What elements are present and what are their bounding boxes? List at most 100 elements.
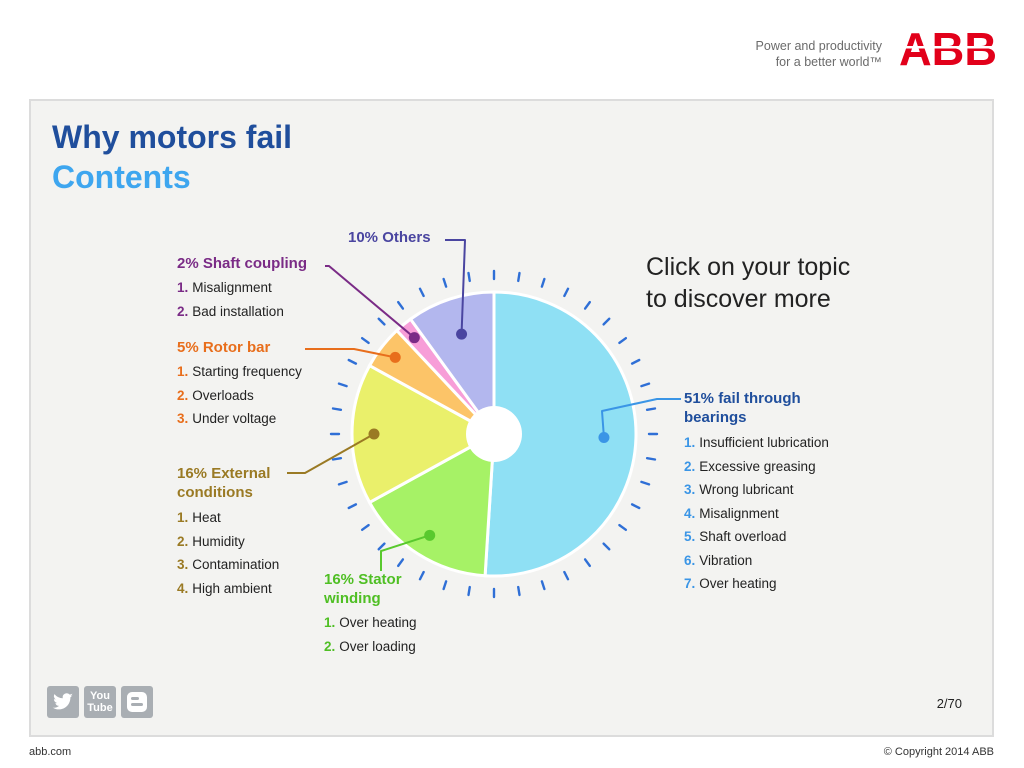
list-item[interactable]: 3.Contamination	[177, 553, 279, 577]
pie-tick-mark	[618, 523, 628, 532]
item-label: Insufficient lubrication	[699, 435, 829, 450]
item-number: 1.	[177, 510, 189, 525]
leader-dot-shaft-coupling	[408, 332, 420, 344]
section-shaft-coupling-heading[interactable]: 2% Shaft coupling	[177, 254, 307, 273]
pie-tick-mark	[418, 287, 425, 298]
section-bearings-heading[interactable]: 51% fail through bearings	[684, 389, 801, 427]
rotor-heading-line-1: 5% Rotor bar	[177, 339, 271, 356]
footer-site-link[interactable]: abb.com	[29, 746, 72, 758]
bearings-heading-line-2: bearings	[684, 409, 747, 426]
section-stator-winding-heading[interactable]: 16% Stator winding	[324, 570, 402, 608]
list-item[interactable]: 2.Excessive greasing	[684, 455, 829, 479]
item-number: 3.	[684, 482, 696, 497]
list-item[interactable]: 3.Under voltage	[177, 407, 302, 431]
abb-logo[interactable]: ABB	[899, 27, 999, 69]
item-label: Overloads	[192, 387, 254, 403]
call-to-action: Click on your topic to discover more	[646, 251, 906, 315]
item-label: Over heating	[699, 576, 777, 591]
pie-tick-mark	[630, 358, 641, 365]
leader-line-others	[445, 239, 466, 335]
item-label: High ambient	[192, 580, 272, 596]
list-item[interactable]: 4.High ambient	[177, 577, 279, 601]
pie-slice-external-conditions[interactable]	[350, 363, 498, 505]
list-item[interactable]: 2.Humidity	[177, 530, 279, 554]
pie-tick-mark	[347, 358, 358, 365]
leader-dot-stator-winding	[424, 529, 436, 541]
bearings-list: 1.Insufficient lubrication 2.Excessive g…	[684, 431, 829, 596]
rotor-bar-list: 1.Starting frequency 2.Overloads 3.Under…	[177, 360, 302, 431]
item-label: Misalignment	[192, 280, 272, 295]
leader-dot-bearings	[598, 431, 610, 443]
item-label: Over heating	[339, 615, 417, 630]
pie-tick-mark	[337, 480, 348, 486]
item-number: 2.	[684, 458, 696, 474]
section-external-conditions-heading[interactable]: 16% External conditions	[177, 464, 270, 502]
pie-tick-mark	[618, 336, 628, 345]
youtube-you: You	[90, 690, 110, 702]
external-conditions-list: 1.Heat 2.Humidity 3.Contamination 4.High…	[177, 506, 279, 600]
pie-tick-mark	[540, 277, 546, 288]
pie-tick-mark	[360, 336, 370, 345]
section-rotor-bar-heading[interactable]: 5% Rotor bar	[177, 338, 270, 357]
list-item[interactable]: 1.Misalignment	[177, 276, 284, 300]
pie-tick-mark	[442, 580, 448, 591]
pie-slice-others[interactable]	[408, 290, 496, 439]
list-item[interactable]: 2.Over loading	[324, 635, 417, 659]
item-number: 3.	[177, 411, 189, 426]
item-number: 1.	[324, 615, 336, 630]
item-label: Starting frequency	[192, 364, 302, 379]
item-number: 7.	[684, 576, 696, 591]
section-others-heading[interactable]: 10% Others	[348, 228, 431, 247]
youtube-icon[interactable]: You Tube	[84, 686, 116, 718]
list-item[interactable]: 1.Starting frequency	[177, 360, 302, 384]
pie-slice-stator-winding[interactable]	[367, 431, 496, 578]
pie-tick-mark	[418, 570, 425, 581]
list-item[interactable]: 7.Over heating	[684, 572, 829, 596]
item-label: Shaft overload	[699, 529, 787, 544]
pie-tick-mark	[331, 457, 343, 461]
list-item[interactable]: 6.Vibration	[684, 549, 829, 573]
tagline-line-2: for a better world™	[775, 55, 882, 69]
list-item[interactable]: 1.Heat	[177, 506, 279, 530]
pie-tick-mark	[396, 300, 405, 310]
list-item[interactable]: 4.Misalignment	[684, 502, 829, 526]
blogger-icon[interactable]	[121, 686, 153, 718]
list-item[interactable]: 3.Wrong lubricant	[684, 478, 829, 502]
item-number: 2.	[324, 638, 336, 654]
item-label: Bad installation	[192, 303, 284, 319]
item-number: 1.	[177, 364, 189, 379]
pie-tick-mark	[563, 570, 570, 581]
item-number: 2.	[177, 387, 189, 403]
list-item[interactable]: 1.Insufficient lubrication	[684, 431, 829, 455]
others-heading-line-1: 10% Others	[348, 229, 431, 246]
item-label: Misalignment	[699, 505, 779, 521]
item-number: 4.	[177, 580, 189, 596]
item-label: Under voltage	[192, 411, 277, 426]
tagline: Power and productivity for a better worl…	[756, 38, 882, 70]
item-number: 2.	[177, 533, 189, 549]
twitter-icon[interactable]	[47, 686, 79, 718]
pie-tick-mark	[645, 457, 657, 461]
item-number: 1.	[177, 280, 189, 295]
pie-tick-mark	[467, 585, 471, 597]
list-item[interactable]: 2.Bad installation	[177, 300, 284, 324]
pie-tick-mark	[360, 523, 370, 532]
failure-pie-chart	[287, 239, 681, 599]
pie-slice-bearings[interactable]	[483, 290, 638, 578]
item-label: Vibration	[699, 552, 753, 568]
item-number: 2.	[177, 303, 189, 319]
list-item[interactable]: 5.Shaft overload	[684, 525, 829, 549]
content-panel: Why motors fail Contents Click on your t…	[29, 99, 994, 737]
list-item[interactable]: 2.Overloads	[177, 384, 302, 408]
pie-tick-mark	[640, 480, 651, 486]
pie-tick-mark	[583, 558, 592, 568]
pie-tick-mark	[602, 542, 611, 551]
item-label: Over loading	[339, 638, 416, 654]
pie-tick-mark	[396, 558, 405, 568]
list-item[interactable]: 1.Over heating	[324, 611, 417, 635]
pie-tick-mark	[347, 503, 358, 510]
page-number: 2/70	[936, 696, 962, 711]
leader-dot-rotor-bar	[389, 351, 401, 363]
item-number: 1.	[684, 435, 696, 450]
leader-line-bearings	[601, 398, 681, 438]
